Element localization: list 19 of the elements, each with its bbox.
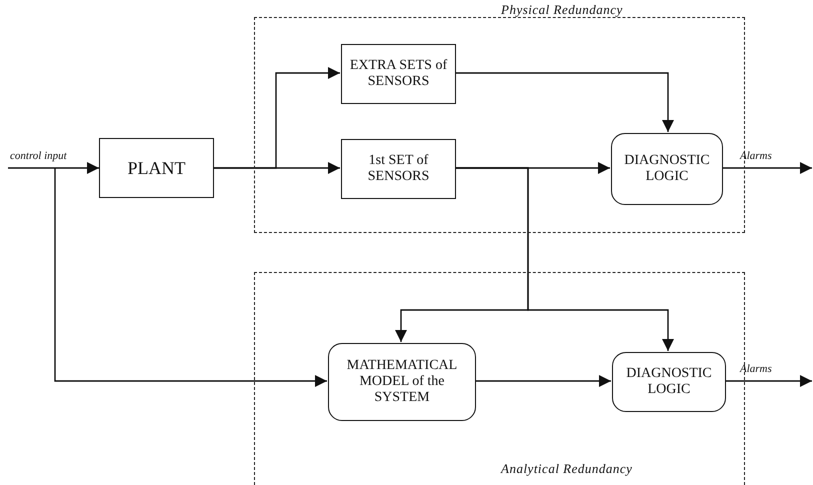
process-box: EXTRA SETS of SENSORS	[341, 44, 456, 104]
process-box: PLANT	[99, 138, 214, 198]
arrow	[455, 167, 674, 351]
arrow	[722, 162, 812, 174]
arrow	[8, 162, 99, 174]
edge-label: Alarms	[740, 363, 772, 375]
rounded-process-box: DIAGNOSTIC LOGIC	[611, 133, 723, 205]
arrow	[475, 375, 611, 387]
region-title: Physical Redundancy	[501, 2, 623, 18]
region-title: Analytical Redundancy	[501, 461, 632, 477]
edge-label: control input	[10, 150, 67, 162]
process-box: 1st SET of SENSORS	[341, 139, 456, 199]
arrow	[214, 162, 340, 174]
edge-label: Alarms	[740, 150, 772, 162]
rounded-process-box: MATHEMATICAL MODEL of the SYSTEM	[328, 343, 476, 421]
arrow	[725, 375, 812, 387]
arrow	[54, 168, 327, 387]
arrow	[455, 72, 674, 132]
rounded-process-box: DIAGNOSTIC LOGIC	[612, 352, 726, 412]
